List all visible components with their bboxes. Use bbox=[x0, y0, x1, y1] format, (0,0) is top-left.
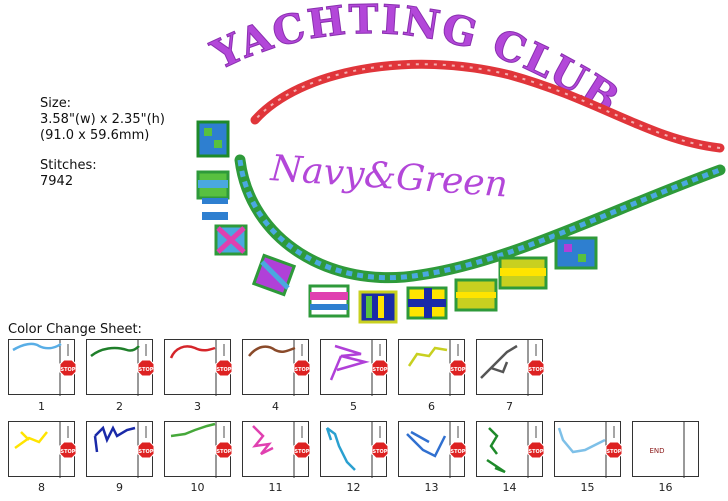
stitches-label: Stitches: bbox=[40, 158, 97, 173]
stop-sign-icon bbox=[449, 441, 466, 459]
color-change-sheet-title: Color Change Sheet: bbox=[8, 322, 142, 337]
end-label: END bbox=[649, 447, 664, 455]
color-change-number: 6 bbox=[428, 400, 435, 413]
thread-stitch-preview bbox=[325, 427, 356, 471]
thread-stitch-preview bbox=[486, 427, 506, 474]
stop-sign-icon bbox=[371, 441, 388, 459]
color-change-card[interactable]: STOP bbox=[8, 421, 76, 478]
stop-label: STOP bbox=[295, 367, 310, 373]
color-change-card[interactable]: END bbox=[632, 421, 699, 478]
stop-label: STOP bbox=[61, 367, 76, 373]
stop-sign-icon bbox=[527, 441, 544, 459]
stop-label: STOP bbox=[529, 367, 544, 373]
design-subtitle-text: Navy&Green bbox=[268, 148, 509, 206]
color-change-card[interactable]: STOP bbox=[476, 421, 544, 478]
color-change-number: 13 bbox=[424, 481, 439, 494]
stop-sign-icon bbox=[59, 441, 76, 459]
size-label: Size: bbox=[40, 96, 72, 111]
color-change-card[interactable]: STOP bbox=[398, 421, 466, 478]
stop-sign-icon bbox=[605, 441, 622, 459]
stop-sign-icon bbox=[293, 441, 310, 459]
stop-label: STOP bbox=[295, 449, 310, 455]
color-change-number: 7 bbox=[506, 400, 513, 413]
stop-sign-icon bbox=[215, 441, 232, 459]
design-info: Size: 3.58"(w) x 2.35"(h) (91.0 x 59.6mm… bbox=[40, 96, 165, 190]
thread-stitch-preview bbox=[90, 345, 140, 358]
stop-sign-icon bbox=[293, 359, 310, 377]
thread-stitch-preview bbox=[407, 346, 448, 367]
color-change-card[interactable]: STOP bbox=[164, 339, 232, 396]
color-change-number: 16 bbox=[658, 481, 673, 494]
color-change-number: 8 bbox=[38, 481, 45, 494]
stop-sign-icon bbox=[137, 441, 154, 459]
stop-label: STOP bbox=[607, 449, 622, 455]
stop-label: STOP bbox=[373, 367, 388, 373]
stop-label: STOP bbox=[217, 449, 232, 455]
signal-flags bbox=[196, 120, 598, 324]
stop-label: STOP bbox=[529, 449, 544, 455]
color-change-card[interactable]: STOP bbox=[554, 421, 622, 478]
color-change-number: 11 bbox=[268, 481, 283, 494]
color-change-card[interactable]: STOP bbox=[86, 339, 154, 396]
stop-label: STOP bbox=[217, 367, 232, 373]
stop-label: STOP bbox=[373, 449, 388, 455]
embroidery-design-preview: YACHTING CLUB Navy&Green bbox=[180, 0, 728, 330]
thread-stitch-preview bbox=[169, 345, 216, 359]
stitches-value: 7942 bbox=[40, 174, 74, 189]
stop-label: STOP bbox=[139, 449, 154, 455]
stop-sign-icon bbox=[449, 359, 466, 377]
thread-stitch-preview bbox=[329, 344, 370, 381]
stop-label: STOP bbox=[451, 367, 466, 373]
color-change-number: 4 bbox=[272, 400, 279, 413]
stop-sign-icon bbox=[371, 359, 388, 377]
thread-stitch-preview bbox=[12, 342, 62, 352]
color-change-number: 12 bbox=[346, 481, 361, 494]
thread-stitch-preview bbox=[406, 430, 447, 458]
stop-sign-icon bbox=[215, 359, 232, 377]
color-change-number: 2 bbox=[116, 400, 123, 413]
color-change-card[interactable]: STOP bbox=[164, 421, 232, 478]
color-change-number: 1 bbox=[38, 400, 45, 413]
thread-stitch-preview bbox=[14, 431, 48, 450]
color-change-number: 9 bbox=[116, 481, 123, 494]
size-mm: (91.0 x 59.6mm) bbox=[40, 128, 150, 143]
color-change-card[interactable]: STOP bbox=[476, 339, 544, 396]
color-change-card[interactable]: STOP bbox=[320, 339, 388, 396]
color-change-card[interactable]: STOP bbox=[86, 421, 154, 478]
size-inches: 3.58"(w) x 2.35"(h) bbox=[40, 112, 165, 127]
color-change-number: 10 bbox=[190, 481, 205, 494]
color-change-number: 5 bbox=[350, 400, 357, 413]
color-change-card[interactable]: STOP bbox=[8, 339, 76, 396]
thread-stitch-preview bbox=[480, 344, 518, 379]
stop-sign-icon bbox=[137, 359, 154, 377]
color-change-number: 3 bbox=[194, 400, 201, 413]
color-change-card[interactable]: STOP bbox=[242, 421, 310, 478]
stop-label: STOP bbox=[61, 449, 76, 455]
thread-stitch-preview bbox=[557, 427, 606, 454]
thread-stitch-preview bbox=[170, 422, 216, 438]
color-change-card[interactable]: STOP bbox=[398, 339, 466, 396]
stop-label: STOP bbox=[139, 367, 154, 373]
red-rope bbox=[250, 59, 725, 153]
color-change-card[interactable]: STOP bbox=[320, 421, 388, 478]
stop-label: STOP bbox=[451, 449, 466, 455]
thread-stitch-preview bbox=[93, 425, 136, 453]
thread-stitch-preview bbox=[248, 345, 296, 357]
stop-sign-icon bbox=[527, 359, 544, 377]
thread-stitch-preview bbox=[252, 425, 274, 456]
color-change-number: 14 bbox=[502, 481, 517, 494]
color-change-card[interactable]: STOP bbox=[242, 339, 310, 396]
color-change-number: 15 bbox=[580, 481, 595, 494]
stop-sign-icon bbox=[59, 359, 76, 377]
